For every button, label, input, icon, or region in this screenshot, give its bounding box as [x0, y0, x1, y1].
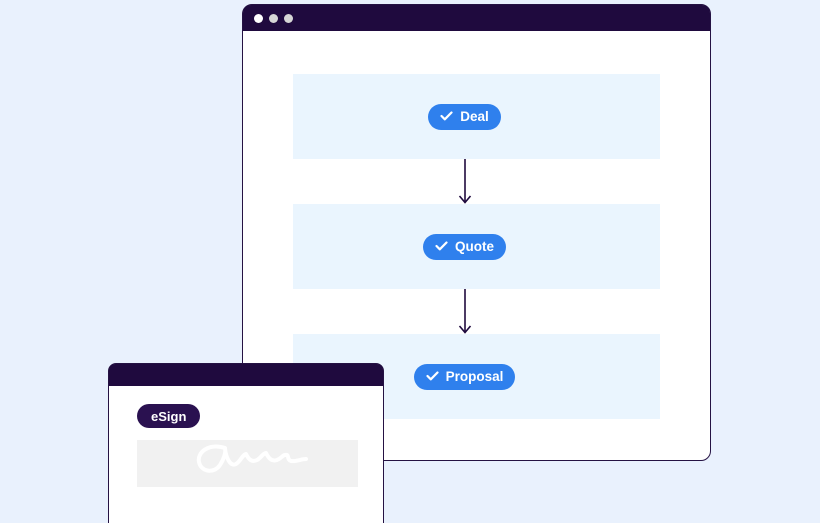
signature-stroke — [173, 441, 323, 486]
step-pill-deal[interactable]: Deal — [428, 103, 501, 130]
step-pill-label: Quote — [455, 239, 494, 254]
check-icon — [435, 239, 448, 254]
workflow-diagram: Deal Quote — [243, 31, 710, 419]
flow-arrow-down — [458, 159, 472, 204]
step-pill-proposal[interactable]: Proposal — [413, 363, 516, 390]
browser-titlebar — [243, 5, 710, 31]
esign-titlebar — [109, 364, 383, 386]
esign-badge[interactable]: eSign — [137, 404, 201, 428]
signature-box[interactable] — [137, 440, 358, 487]
window-control-dot[interactable] — [284, 13, 293, 23]
page-background: { "colors": { "page_bg": "#E9F1FD", "tit… — [108, 4, 711, 523]
check-icon — [440, 109, 453, 124]
check-icon — [426, 369, 439, 384]
workflow-step-band-deal: Deal — [293, 74, 660, 159]
window-control-dot[interactable] — [269, 13, 278, 23]
flow-arrow-down — [458, 289, 472, 334]
workflow-step-band-quote: Quote — [293, 204, 660, 289]
step-pill-quote[interactable]: Quote — [423, 233, 506, 260]
esign-badge-label: eSign — [151, 408, 187, 424]
window-control-dot[interactable] — [254, 13, 263, 23]
esign-window: eSign — [108, 363, 384, 523]
step-pill-label: Deal — [460, 109, 489, 124]
step-pill-label: Proposal — [445, 369, 504, 384]
esign-body: eSign — [109, 386, 383, 487]
